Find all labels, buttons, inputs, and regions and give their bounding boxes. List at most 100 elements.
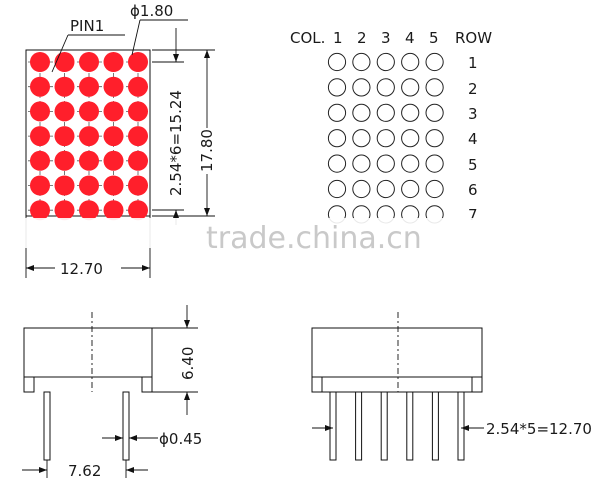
red-led — [79, 52, 99, 72]
red-led — [103, 200, 124, 221]
red-led — [54, 175, 75, 196]
red-led — [30, 76, 50, 97]
pin — [329, 391, 337, 461]
pin-view: 2.54*5=12.70 — [311, 312, 592, 461]
red-led — [54, 52, 75, 72]
pin-pitch-label: 2.54*5=12.70 — [486, 420, 592, 438]
dim-width-arrow-left — [26, 265, 34, 271]
spacing-arrow-right — [126, 467, 134, 473]
red-led — [79, 200, 99, 221]
pin-view-right-foot — [471, 377, 483, 393]
schematic-led — [327, 154, 347, 173]
red-led — [103, 150, 124, 171]
red-led — [128, 76, 148, 97]
red-led — [128, 150, 148, 171]
red-led — [30, 150, 50, 171]
schematic-led — [376, 129, 395, 148]
schematic-led — [425, 129, 444, 148]
pitch-arrow-left — [325, 425, 333, 431]
schematic-led — [401, 129, 420, 148]
red-led — [79, 101, 99, 122]
red-led — [30, 175, 50, 196]
dim-total-label-gap — [199, 128, 215, 174]
side-left-foot — [23, 377, 35, 393]
dim-pitch-arrow-bottom — [173, 210, 179, 218]
side-pin-left — [43, 391, 51, 461]
red-led — [128, 200, 148, 221]
row-label: ROW — [455, 29, 492, 47]
pin1-label: PIN1 — [70, 17, 104, 35]
red-led — [103, 126, 124, 147]
pitch-height-label: 2.54*6=15.24 — [167, 90, 185, 196]
pitch-arrow-right — [461, 425, 469, 431]
schematic-led — [376, 179, 395, 199]
red-led — [54, 126, 75, 147]
schematic-led — [425, 52, 444, 72]
red-led — [30, 101, 50, 122]
pin — [355, 391, 363, 461]
red-led — [30, 126, 50, 147]
schematic-led — [352, 179, 371, 199]
schematic-led — [401, 103, 420, 122]
schematic-view: COL. 1 2 3 4 5 ROW 1 2 3 4 5 6 7 — [290, 29, 492, 224]
red-led — [54, 200, 75, 221]
schematic-led — [327, 129, 347, 148]
pin-diameter-label: ϕ0.45 — [159, 430, 202, 448]
pin-view-body — [311, 327, 483, 378]
schematic-led — [425, 103, 444, 122]
red-led — [128, 175, 148, 196]
schematic-led — [376, 154, 395, 173]
pin — [380, 391, 388, 461]
side-height-label: 6.40 — [179, 347, 197, 380]
red-led — [103, 175, 124, 196]
side-dim-arrow-top — [184, 320, 190, 328]
red-led — [103, 52, 124, 72]
red-led — [128, 101, 148, 122]
row-number-2: 2 — [468, 80, 478, 98]
watermark-smear — [20, 218, 490, 248]
red-led — [54, 76, 75, 97]
pin-dia-arrow-right — [129, 435, 137, 441]
watermark-text: trade.china.cn — [206, 221, 422, 256]
schematic-led — [352, 129, 371, 148]
schematic-led — [327, 52, 347, 72]
schematic-led — [352, 52, 371, 72]
pin-dia-arrow-left — [115, 435, 123, 441]
total-height-label: 17.80 — [198, 129, 216, 172]
schematic-led — [425, 154, 444, 173]
schematic-led — [401, 154, 420, 173]
side-dim-arrow-bottom — [184, 392, 190, 400]
side-body — [23, 327, 153, 378]
red-led — [79, 126, 99, 147]
schematic-led — [352, 103, 371, 122]
col-number-2: 2 — [357, 29, 367, 47]
schematic-led — [327, 179, 347, 199]
row-number-1: 1 — [468, 54, 478, 72]
red-led — [79, 76, 99, 97]
schematic-led — [376, 78, 395, 97]
pin-spacing-label: 7.62 — [68, 462, 101, 480]
pin — [457, 391, 465, 461]
schematic-led — [327, 103, 347, 122]
red-led — [128, 52, 148, 72]
row-number-6: 6 — [468, 181, 478, 199]
side-right-foot — [141, 377, 153, 393]
col-number-4: 4 — [405, 29, 415, 47]
dim-width-label-gap — [55, 257, 121, 273]
col-number-5: 5 — [429, 29, 439, 47]
red-led — [54, 101, 75, 122]
row-number-4: 4 — [468, 130, 478, 148]
col-number-1: 1 — [333, 29, 343, 47]
dim-total-arrow-bottom — [204, 208, 210, 216]
pin-row — [329, 391, 465, 461]
col-label: COL. — [290, 29, 325, 47]
row-number-3: 3 — [468, 105, 478, 123]
red-led — [103, 76, 124, 97]
diameter-label: ϕ1.80 — [130, 2, 173, 20]
schematic-led — [352, 154, 371, 173]
red-led — [30, 52, 50, 72]
spacing-arrow-left — [39, 467, 47, 473]
diameter-leader — [131, 19, 141, 56]
dim-width-arrow-right — [142, 265, 150, 271]
schematic-led — [376, 103, 395, 122]
